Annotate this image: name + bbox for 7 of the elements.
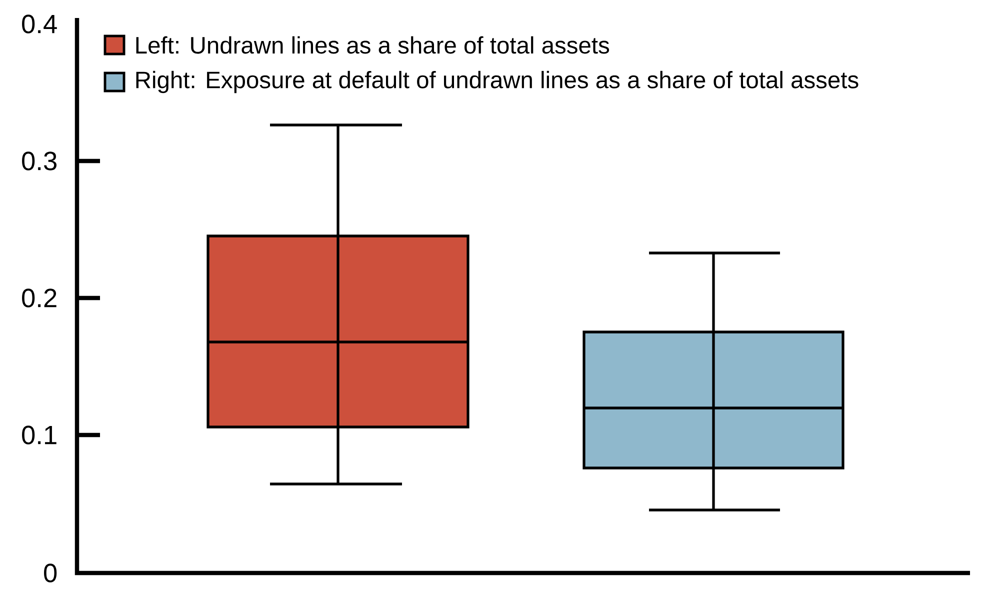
tick-label: 0.2	[22, 288, 56, 308]
legend-label: Left: Undrawn lines as a share of total assets	[136, 36, 610, 54]
tick-label: 0	[44, 564, 57, 582]
tick-label: 0.4	[22, 14, 57, 34]
tick-label: 0.3	[22, 152, 56, 170]
legend-label: Right: Exposure at default of undrawn lines as a share of total assets	[136, 70, 858, 94]
tick-label: 0.1	[22, 426, 56, 444]
